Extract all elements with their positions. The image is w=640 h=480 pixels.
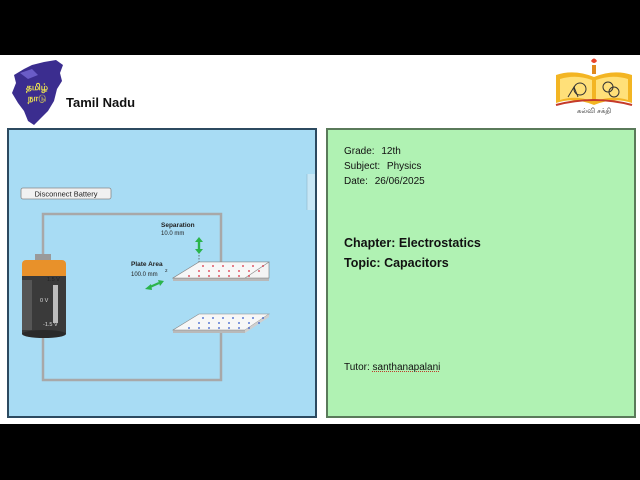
battery-mid-voltage: 0 V: [40, 298, 49, 304]
charge-dot: [202, 265, 204, 267]
grade-line: Grade: 12th: [344, 146, 401, 157]
battery-bottom-voltage: -1.5 V: [43, 322, 58, 328]
separation-value: 10.0 mm: [161, 231, 184, 237]
charge-dot: [188, 327, 190, 329]
battery-top-voltage: 1.5 V: [47, 277, 60, 283]
charge-dot: [222, 265, 224, 267]
logo-text-line-2: நாடு: [27, 93, 47, 104]
slide: தமிழ் நாடு Tamil Nadu கல்வி சக்தி Discon…: [0, 55, 640, 424]
date-label: Date:: [344, 176, 368, 187]
charge-dot: [212, 265, 214, 267]
charge-dot: [208, 275, 210, 277]
charge-dot: [232, 317, 234, 319]
top-plate[interactable]: [171, 261, 270, 281]
charge-dot: [242, 317, 244, 319]
chapter-value: Electrostatics: [398, 236, 481, 250]
negative-charges: [188, 317, 264, 329]
chapter-line: Chapter: Electrostatics: [344, 236, 481, 250]
battery[interactable]: 1.5 V 0 V -1.5 V: [22, 254, 66, 338]
charge-dot: [232, 265, 234, 267]
charge-dot: [228, 322, 230, 324]
charge-dot: [218, 275, 220, 277]
charge-dot: [218, 327, 220, 329]
lesson-info-panel: Grade: 12th Subject: Physics Date: 26/06…: [326, 128, 636, 418]
charge-dot: [218, 270, 220, 272]
charge-dot: [208, 322, 210, 324]
education-department-logo: [555, 58, 633, 106]
grade-label: Grade:: [344, 146, 375, 157]
date-value: 26/06/2025: [374, 176, 425, 187]
charge-dot: [228, 327, 230, 329]
tutor-name: santhanapalani: [372, 362, 441, 373]
disconnect-battery-button[interactable]: Disconnect Battery: [20, 187, 112, 200]
charge-dot: [208, 327, 210, 329]
charge-dot: [238, 270, 240, 272]
charge-dot: [258, 270, 260, 272]
charge-dot: [258, 322, 260, 324]
charge-dot: [198, 275, 200, 277]
plate-area-exponent: 2: [165, 268, 168, 273]
charge-dot: [228, 275, 230, 277]
charge-dot: [188, 275, 190, 277]
charge-dot: [238, 275, 240, 277]
subject-value: Physics: [386, 161, 422, 172]
charge-dot: [198, 270, 200, 272]
bottom-plate[interactable]: [171, 313, 270, 333]
charge-dot: [222, 317, 224, 319]
plate-area-label: Plate Area: [131, 261, 163, 268]
charge-dot: [198, 322, 200, 324]
chapter-label: Chapter:: [344, 236, 396, 250]
disconnect-battery-label: Disconnect Battery: [35, 190, 98, 199]
charge-dot: [248, 270, 250, 272]
plate-area-drag-arrow[interactable]: [145, 280, 164, 290]
charge-dot: [238, 327, 240, 329]
topic-line: Topic: Capacitors: [344, 256, 449, 270]
charge-dot: [202, 317, 204, 319]
topic-value: Capacitors: [384, 256, 449, 270]
tutor-label: Tutor:: [344, 362, 370, 373]
charge-dot: [262, 265, 264, 267]
charge-dot: [248, 327, 250, 329]
charge-dot: [242, 265, 244, 267]
separation-label: Separation: [161, 222, 195, 229]
charge-dot: [248, 322, 250, 324]
state-name: Tamil Nadu: [66, 95, 136, 110]
charge-dot: [252, 317, 254, 319]
topic-label: Topic:: [344, 256, 381, 270]
logo-text-line-1: தமிழ்: [26, 82, 48, 93]
charge-dot: [228, 270, 230, 272]
charge-dot: [238, 322, 240, 324]
plate-area-value: 100.0 mm: [131, 272, 158, 278]
capacitor-simulation-panel: Disconnect Battery 1.5 V 0 V -1.5 V Sep: [7, 128, 317, 418]
charge-dot: [208, 270, 210, 272]
circuit-wire: [41, 212, 223, 382]
tamil-nadu-map-logo: தமிழ் நாடு: [12, 60, 63, 125]
charge-dot: [252, 265, 254, 267]
date-line: Date: 26/06/2025: [344, 176, 425, 187]
capacitor-simulation-diagram: Disconnect Battery 1.5 V 0 V -1.5 V Sep: [20, 174, 315, 382]
grade-value: 12th: [381, 146, 401, 157]
department-caption: கல்வி சக்தி: [576, 108, 612, 115]
subject-line: Subject: Physics: [344, 161, 421, 172]
charge-dot: [218, 322, 220, 324]
tutor-line: Tutor: santhanapalani: [344, 362, 440, 373]
subject-label: Subject:: [344, 161, 381, 172]
charge-dot: [248, 275, 250, 277]
charge-dot: [198, 327, 200, 329]
positive-charges: [188, 265, 264, 277]
charge-dot: [262, 317, 264, 319]
charge-dot: [212, 317, 214, 319]
